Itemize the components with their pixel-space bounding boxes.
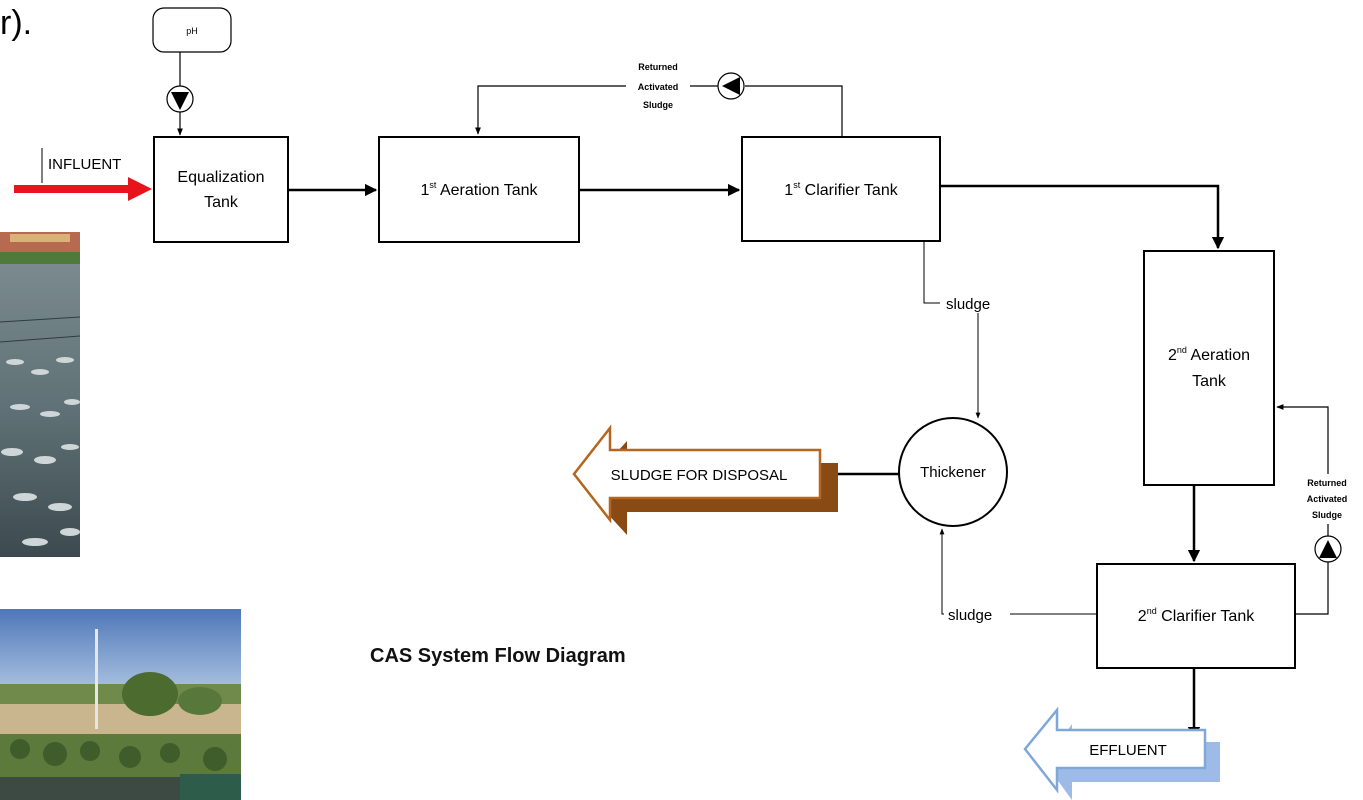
influent-arrow <box>14 177 152 201</box>
thickener: Thickener <box>898 417 1008 527</box>
first-aeration-tank: 1st Aeration Tank <box>378 136 580 243</box>
aeration2-ordinal-suffix: nd <box>1177 345 1187 355</box>
effluent-arrow: EFFLUENT <box>1023 706 1220 800</box>
equalization-label-line1: Equalization <box>177 169 264 186</box>
sludge-bottom-label-bg <box>944 604 1010 624</box>
ph-pump-icon <box>166 85 194 113</box>
treatment-plant-image <box>0 609 241 800</box>
ras-right-label-line3: Sludge <box>1312 510 1342 520</box>
clarifier1-ordinal-suffix: st <box>793 180 801 190</box>
ras-top-label-line2: Activated <box>638 82 679 92</box>
clarifier2-sludge-line <box>939 528 1097 615</box>
aeration-basin-image <box>0 232 80 557</box>
second-clarifier-tank: 2nd Clarifier Tank <box>1096 563 1296 669</box>
effluent-label: EFFLUENT <box>1089 742 1167 759</box>
ras-right-label-bg <box>1294 474 1360 524</box>
ph-dosing-node: pH <box>152 7 232 53</box>
ph-label: pH <box>186 26 198 36</box>
aeration2-label-line2: Tank <box>1192 373 1227 390</box>
svg-text:2nd Aeration: 2nd Aeration <box>1168 345 1250 364</box>
diagram-title: CAS System Flow Diagram <box>370 645 626 667</box>
aeration1-ordinal-suffix: st <box>429 180 437 190</box>
sludge-top-label: sludge <box>946 296 990 313</box>
equalization-tank: Equalization Tank <box>153 136 289 243</box>
equalization-label-line2: Tank <box>204 194 239 211</box>
sludge-disposal-label: SLUDGE FOR DISPOSAL <box>611 467 788 484</box>
svg-text:1st Aeration Tank: 1st Aeration Tank <box>420 180 538 199</box>
ras-top-label-line3: Sludge <box>643 100 673 110</box>
ras-right-label-line1: Returned <box>1307 478 1347 488</box>
aeration2-label: Aeration <box>1187 347 1250 364</box>
thickener-label: Thickener <box>920 464 986 481</box>
sludge-top-label-bg <box>940 293 1010 313</box>
first-clarifier-tank: 1st Clarifier Tank <box>741 136 941 242</box>
clarifier1-label: Clarifier Tank <box>800 182 899 199</box>
clarifier1-sludge-line <box>923 241 981 419</box>
aeration1-ordinal: 1 <box>420 182 429 199</box>
ras-top-pump-icon <box>717 72 745 100</box>
second-aeration-tank: 2nd Aeration Tank <box>1143 250 1275 486</box>
clarifier1-ordinal: 1 <box>784 182 793 199</box>
partial-text-fragment: r). <box>0 4 33 42</box>
clarifier2-ordinal-suffix: nd <box>1147 606 1157 616</box>
ras-top-label-bg <box>626 58 690 108</box>
aeration1-label: Aeration Tank <box>436 182 538 199</box>
influent-label: INFLUENT <box>48 156 121 173</box>
treatment-plant-photo <box>0 609 241 800</box>
svg-text:1st Clarifier Tank: 1st Clarifier Tank <box>784 180 898 199</box>
clarifier2-label: Clarifier Tank <box>1157 608 1256 625</box>
sludge-bottom-label: sludge <box>948 607 992 624</box>
clarifier2-ordinal: 2 <box>1138 608 1147 625</box>
ras-top-label-line1: Returned <box>638 62 678 72</box>
clarifier1-to-aeration2-arrow <box>940 184 1225 250</box>
svg-text:2nd Clarifier Tank: 2nd Clarifier Tank <box>1138 606 1255 625</box>
aeration2-ordinal: 2 <box>1168 347 1177 364</box>
ras-top-line-right <box>745 85 843 137</box>
aeration-basin-photo <box>0 232 80 557</box>
ras-right-pump-icon <box>1314 535 1342 563</box>
ras-right-label-line2: Activated <box>1307 494 1348 504</box>
ras-right-line-lower <box>1295 562 1329 615</box>
sludge-disposal-arrow: SLUDGE FOR DISPOSAL <box>572 424 838 535</box>
